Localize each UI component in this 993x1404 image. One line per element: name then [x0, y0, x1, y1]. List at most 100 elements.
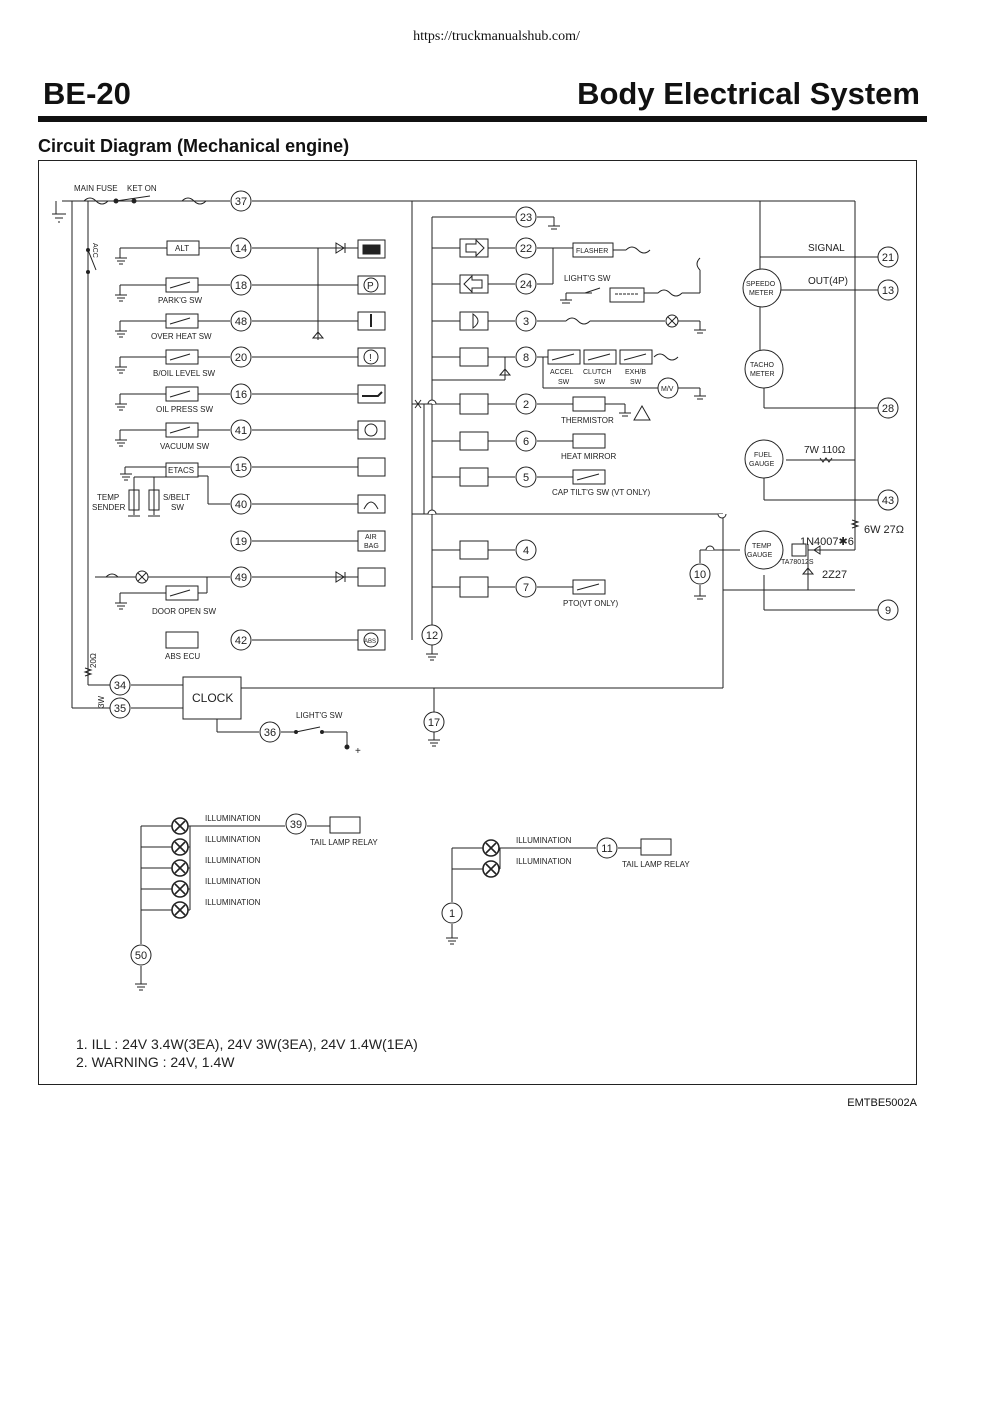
svg-text:13: 13: [882, 285, 894, 297]
illumination-right: TAIL LAMP RELAY: [446, 838, 690, 945]
svg-text:3: 3: [523, 316, 529, 328]
svg-text:15: 15: [235, 462, 247, 474]
abs-row: ABS ECU ABS: [165, 629, 386, 661]
mv-label: M/V: [661, 386, 674, 393]
diagram-notes: 1. ILL : 24V 3.4W(3EA), 24V 3W(3EA), 24V…: [76, 1035, 418, 1071]
clock-lightg-label: LIGHT'G SW: [296, 711, 343, 720]
vacuum-label: VACUUM SW: [160, 442, 210, 451]
note-2: 2. WARNING : 24V, 1.4W: [76, 1054, 235, 1070]
terminal-41: 41: [230, 419, 252, 441]
alt-row: ALT: [115, 239, 386, 265]
speedo-meter: [742, 268, 782, 308]
terminal-35: 35: [109, 697, 131, 719]
terminal-39: 39: [285, 813, 307, 835]
cap-tilt-label: CAP TILT'G SW (VT ONLY): [552, 488, 650, 497]
note-1: 1. ILL : 24V 3.4W(3EA), 24V 3W(3EA), 24V…: [76, 1036, 418, 1052]
illumination-lamps: [171, 817, 500, 919]
diode: [311, 331, 325, 339]
b-oil-level-label: B/OIL LEVEL SW: [153, 369, 216, 378]
terminal-7: 7: [515, 576, 537, 598]
illumination-label: ILLUMINATION: [205, 856, 261, 865]
illumination-label: ILLUMINATION: [516, 857, 572, 866]
terminal-28: 28: [877, 397, 899, 419]
section-title: Circuit Diagram (Mechanical engine): [38, 136, 350, 156]
illumination-labels: ILLUMINATION ILLUMINATION ILLUMINATION ILLU…: [205, 814, 572, 907]
b-oil-level-row: B/OIL LEVEL SW !: [115, 347, 386, 378]
illumination-lamp-icon: [171, 859, 189, 877]
svg-text:23: 23: [520, 212, 532, 224]
svg-text:11: 11: [601, 843, 612, 855]
terminal-22: 22: [515, 237, 537, 259]
terminal-13: 13: [877, 279, 899, 301]
illumination-label: ILLUMINATION: [205, 877, 261, 886]
terminal-40: 40: [230, 493, 252, 515]
illumination-lamp-icon: [171, 817, 189, 835]
res-6w-label: 6W 27Ω: [864, 524, 904, 536]
terminal-1: 1: [441, 902, 463, 924]
svg-text:6: 6: [523, 436, 529, 448]
svg-text:5: 5: [523, 472, 529, 484]
power-bus: [62, 200, 856, 709]
terminal-23: 23: [515, 206, 537, 228]
svg-text:41: 41: [235, 425, 247, 437]
svg-text:43: 43: [882, 495, 894, 507]
source-url[interactable]: https://truckmanualshub.com/: [413, 29, 580, 44]
ground-12: [426, 645, 438, 661]
abs-icon-text: ABS: [364, 639, 376, 645]
flasher-label: FLASHER: [576, 248, 608, 255]
svg-text:40: 40: [235, 499, 247, 511]
plus-label: +: [355, 746, 361, 757]
page-code: BE-20: [43, 76, 131, 111]
over-heat-row: OVER HEAT SW: [115, 311, 386, 341]
main-fuse-symbol: [83, 197, 109, 205]
etacs-label: ETACS: [168, 466, 194, 475]
terminal-11: 11: [596, 837, 618, 859]
main-fuse-label: MAIN FUSE: [74, 184, 118, 193]
parkg-label: PARK'G SW: [158, 296, 203, 305]
oil-press-label: OIL PRESS SW: [156, 405, 214, 414]
tail-lamp-relay-left-label: TAIL LAMP RELAY: [310, 838, 378, 847]
svg-text:24: 24: [520, 279, 532, 291]
svg-text:49: 49: [235, 572, 247, 584]
temp-gauge: [744, 530, 784, 570]
svg-text:36: 36: [264, 727, 276, 739]
terminal-14: 14: [230, 237, 252, 259]
row-4: [432, 540, 515, 560]
terminal-16: 16: [230, 383, 252, 405]
diode-1n4007-label: 1N4007✱6: [800, 536, 854, 548]
clock-group: CLOCK + LIGHT'G SW 20Ω 3W: [83, 653, 723, 757]
terminal-17: 17: [423, 711, 445, 733]
svg-text:8: 8: [523, 352, 529, 364]
illumination-label: ILLUMINATION: [205, 835, 261, 844]
terminal-21: 21: [877, 246, 899, 268]
thermistor-row: THERMISTOR: [432, 393, 651, 425]
terminal-5: 5: [515, 466, 537, 488]
illumination-label: ILLUMINATION: [205, 898, 261, 907]
illumination-lamp-icon: [171, 838, 189, 856]
tacho-meter: [744, 349, 784, 389]
svg-text:21: 21: [882, 252, 894, 264]
heat-mirror-row: HEAT MIRROR: [432, 431, 616, 461]
terminal-15: 15: [230, 456, 252, 478]
svg-text:19: 19: [235, 536, 247, 548]
crossovers: [412, 399, 727, 551]
terminal-9: 9: [877, 599, 899, 621]
zener-2z27-label: 2Z27: [822, 569, 847, 581]
terminal-3: 3: [515, 310, 537, 332]
terminal-18: 18: [230, 274, 252, 296]
heat-mirror-label: HEAT MIRROR: [561, 452, 616, 461]
svg-text:20: 20: [235, 352, 247, 364]
svg-text:7: 7: [523, 582, 529, 594]
